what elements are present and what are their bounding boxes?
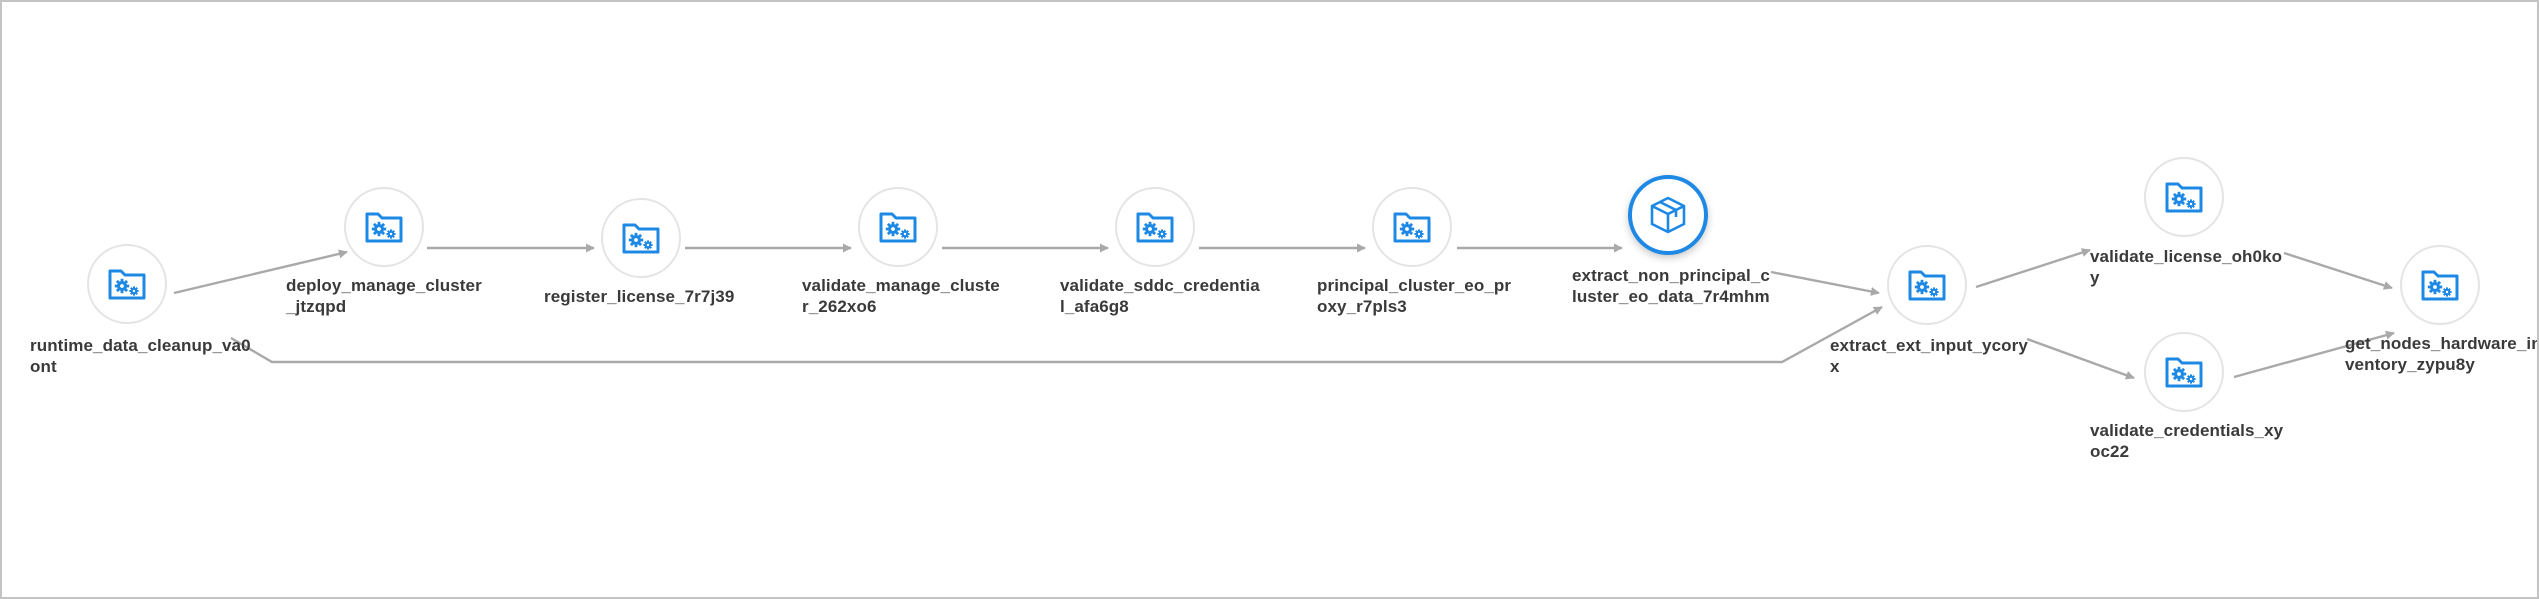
node-label: validate_sddc_credential_afa6g8 <box>1060 276 1260 316</box>
edge-n8-n10 <box>2026 337 2135 380</box>
node-label: validate_manage_cluster_262xo6 <box>802 276 1000 316</box>
edge-n7-n8 <box>1770 270 1880 296</box>
node-label: validate_credentials_xyoc22 <box>2090 421 2284 461</box>
folder-gear-icon <box>1393 212 1431 243</box>
node-extract-ext-input[interactable] <box>1887 245 1967 325</box>
folder-gear-icon <box>365 212 403 243</box>
node-label: get_nodes_hardware_inventory_zypu8y <box>2345 334 2539 374</box>
node-get-nodes-hardware-inventory[interactable] <box>2400 245 2480 325</box>
node-label: extract_ext_input_ycoryx <box>1830 336 2028 376</box>
folder-gear-icon <box>1136 212 1174 243</box>
node-validate-credentials[interactable] <box>2144 332 2224 412</box>
folder-gear-icon <box>879 212 917 243</box>
node-validate-manage-cluster[interactable] <box>858 187 938 267</box>
node-deploy-manage-cluster[interactable] <box>344 187 424 267</box>
edge-n1-n8 <box>230 305 1883 364</box>
node-label: principal_cluster_eo_proxy_r7pls3 <box>1317 276 1512 316</box>
edge-n8-n9 <box>1975 248 2091 289</box>
node-label: runtime_data_cleanup_va0ont <box>30 336 251 376</box>
node-principal-cluster-eo-proxy[interactable] <box>1372 187 1452 267</box>
folder-gear-icon <box>622 223 660 254</box>
folder-gear-icon <box>2421 270 2459 301</box>
node-validate-license[interactable] <box>2144 157 2224 237</box>
node-label: extract_non_principal_cluster_eo_data_7r… <box>1572 266 1770 306</box>
node-runtime-data-cleanup[interactable] <box>87 244 167 324</box>
folder-gear-icon <box>1908 270 1946 301</box>
folder-gear-icon <box>2165 182 2203 213</box>
node-validate-sddc-credential[interactable] <box>1115 187 1195 267</box>
node-label: validate_license_oh0koy <box>2090 247 2283 287</box>
node-label: deploy_manage_cluster_jtzqpd <box>286 276 482 316</box>
node-label: register_license_7r7j39 <box>544 287 735 306</box>
edge-n1-n2 <box>173 249 348 295</box>
folder-gear-icon <box>2165 357 2203 388</box>
package-icon <box>1650 196 1686 234</box>
edge-n10-n11 <box>2233 330 2395 379</box>
edge-n9-n11 <box>2283 251 2393 290</box>
node-extract-non-principal-cluster[interactable] <box>1628 175 1708 255</box>
node-register-license[interactable] <box>601 198 681 278</box>
folder-gear-icon <box>108 269 146 300</box>
